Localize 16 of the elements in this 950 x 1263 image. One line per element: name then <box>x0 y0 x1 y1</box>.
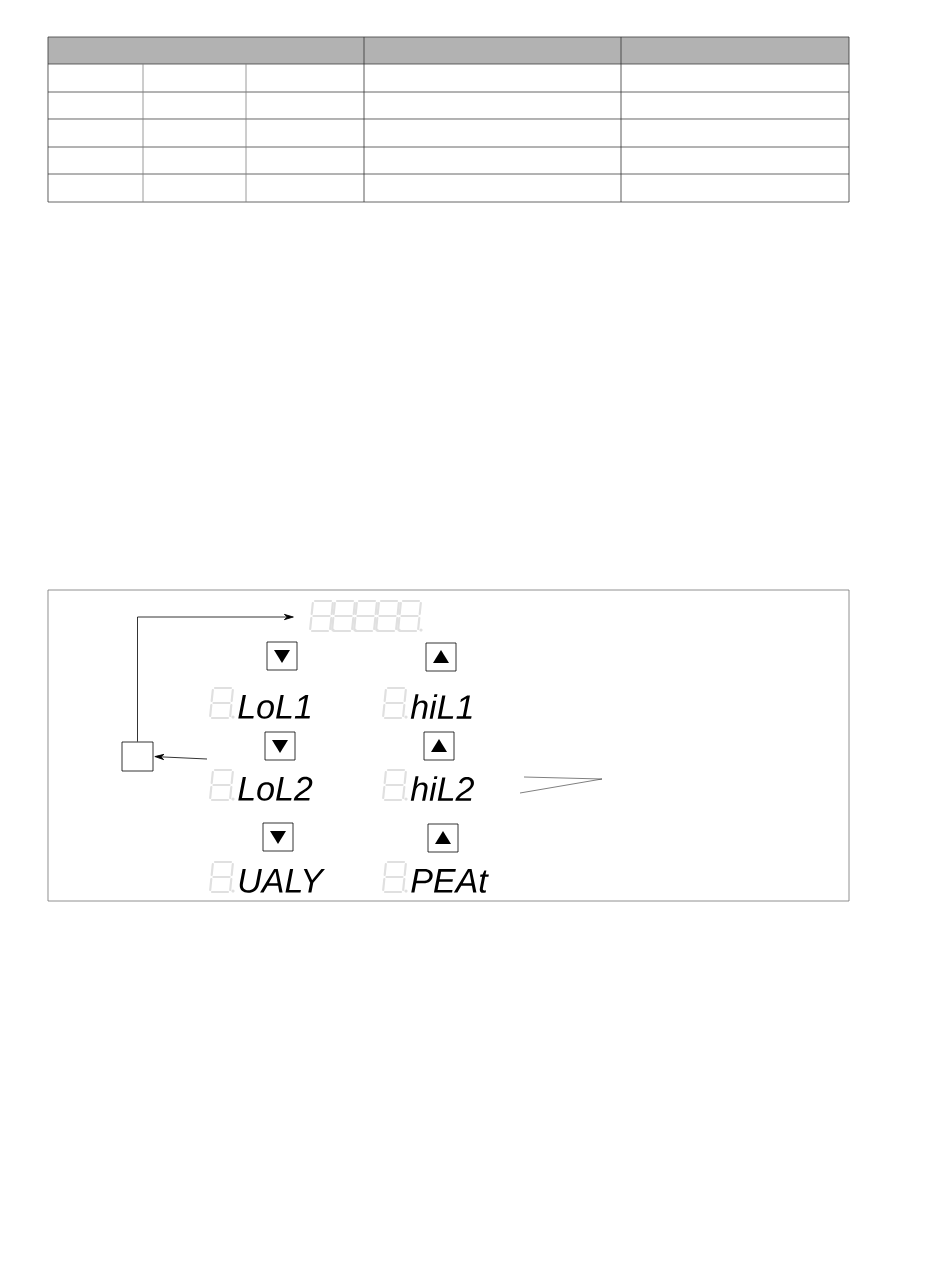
display-readout: PEAt <box>411 869 489 893</box>
down-arrow-button <box>262 822 294 852</box>
arrow <box>154 753 208 761</box>
key-box <box>121 741 154 772</box>
down-arrow-button <box>266 641 298 671</box>
display-readout: hiL2 <box>410 776 474 801</box>
display-readout: LoL2 <box>238 776 313 801</box>
up-arrow-button <box>427 823 459 853</box>
up-arrow-button <box>425 642 457 672</box>
display-readout: UALY <box>239 869 325 893</box>
up-arrow-button <box>423 731 455 761</box>
down-arrow-button <box>264 731 296 761</box>
segment-display <box>309 599 423 633</box>
display-readout: LoL1 <box>238 695 310 719</box>
display-readout: hiL1 <box>410 694 472 719</box>
arrow <box>137 613 294 742</box>
